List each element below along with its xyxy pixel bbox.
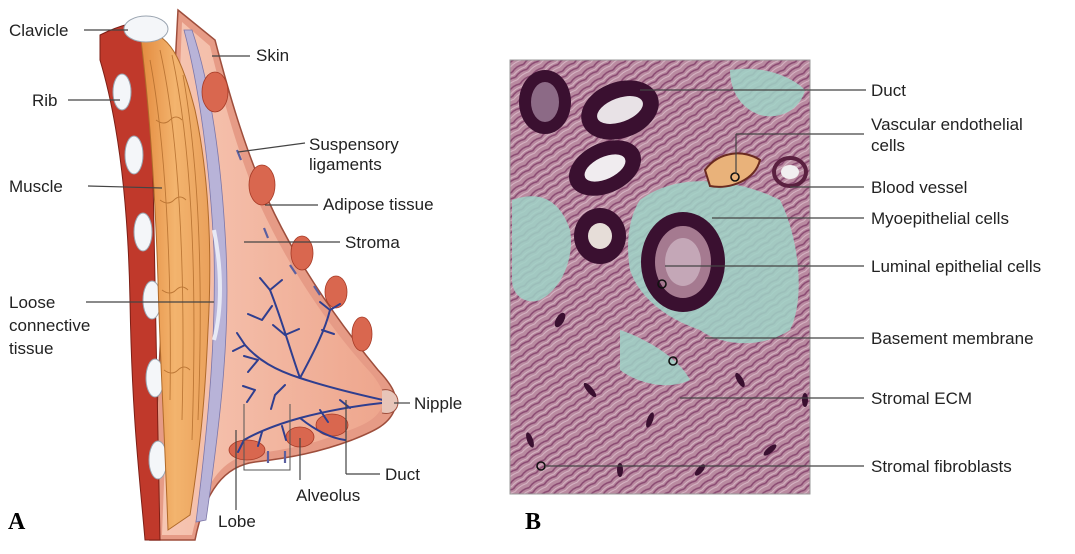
label-loose-3: tissue <box>9 339 53 358</box>
label-stromal-fibroblasts: Stromal fibroblasts <box>871 457 1012 476</box>
label-stroma: Stroma <box>345 233 400 252</box>
label-muscle: Muscle <box>9 177 63 196</box>
label-rib: Rib <box>32 91 58 110</box>
label-loose-1: Loose <box>9 293 55 312</box>
label-alveolus: Alveolus <box>296 486 360 505</box>
nipple-shape <box>382 390 398 414</box>
label-loose-2: connective <box>9 316 90 335</box>
label-duct-a: Duct <box>385 465 420 484</box>
label-vascular-endothelial-1: Vascular endothelial <box>871 115 1023 134</box>
label-skin: Skin <box>256 46 289 65</box>
clavicle-bone <box>124 16 168 42</box>
panel-a-illustration <box>100 10 398 540</box>
label-duct-b: Duct <box>871 81 906 100</box>
label-stromal-ecm: Stromal ECM <box>871 389 972 408</box>
panel-letter-a: A <box>8 509 26 535</box>
panel-letter-b: B <box>525 509 541 535</box>
label-vascular-endothelial-2: cells <box>871 136 905 155</box>
label-myoepithelial-cells: Myoepithelial cells <box>871 209 1009 228</box>
label-suspensory-ligaments-2: ligaments <box>309 155 382 174</box>
panel-b-micrograph <box>510 60 810 494</box>
label-luminal-epithelial-cells: Luminal epithelial cells <box>871 257 1041 276</box>
label-lobe: Lobe <box>218 512 256 531</box>
label-clavicle: Clavicle <box>9 21 69 40</box>
label-nipple: Nipple <box>414 394 462 413</box>
label-suspensory-ligaments-1: Suspensory <box>309 135 399 154</box>
label-blood-vessel: Blood vessel <box>871 178 967 197</box>
label-adipose-tissue: Adipose tissue <box>323 195 434 214</box>
label-basement-membrane: Basement membrane <box>871 329 1034 348</box>
